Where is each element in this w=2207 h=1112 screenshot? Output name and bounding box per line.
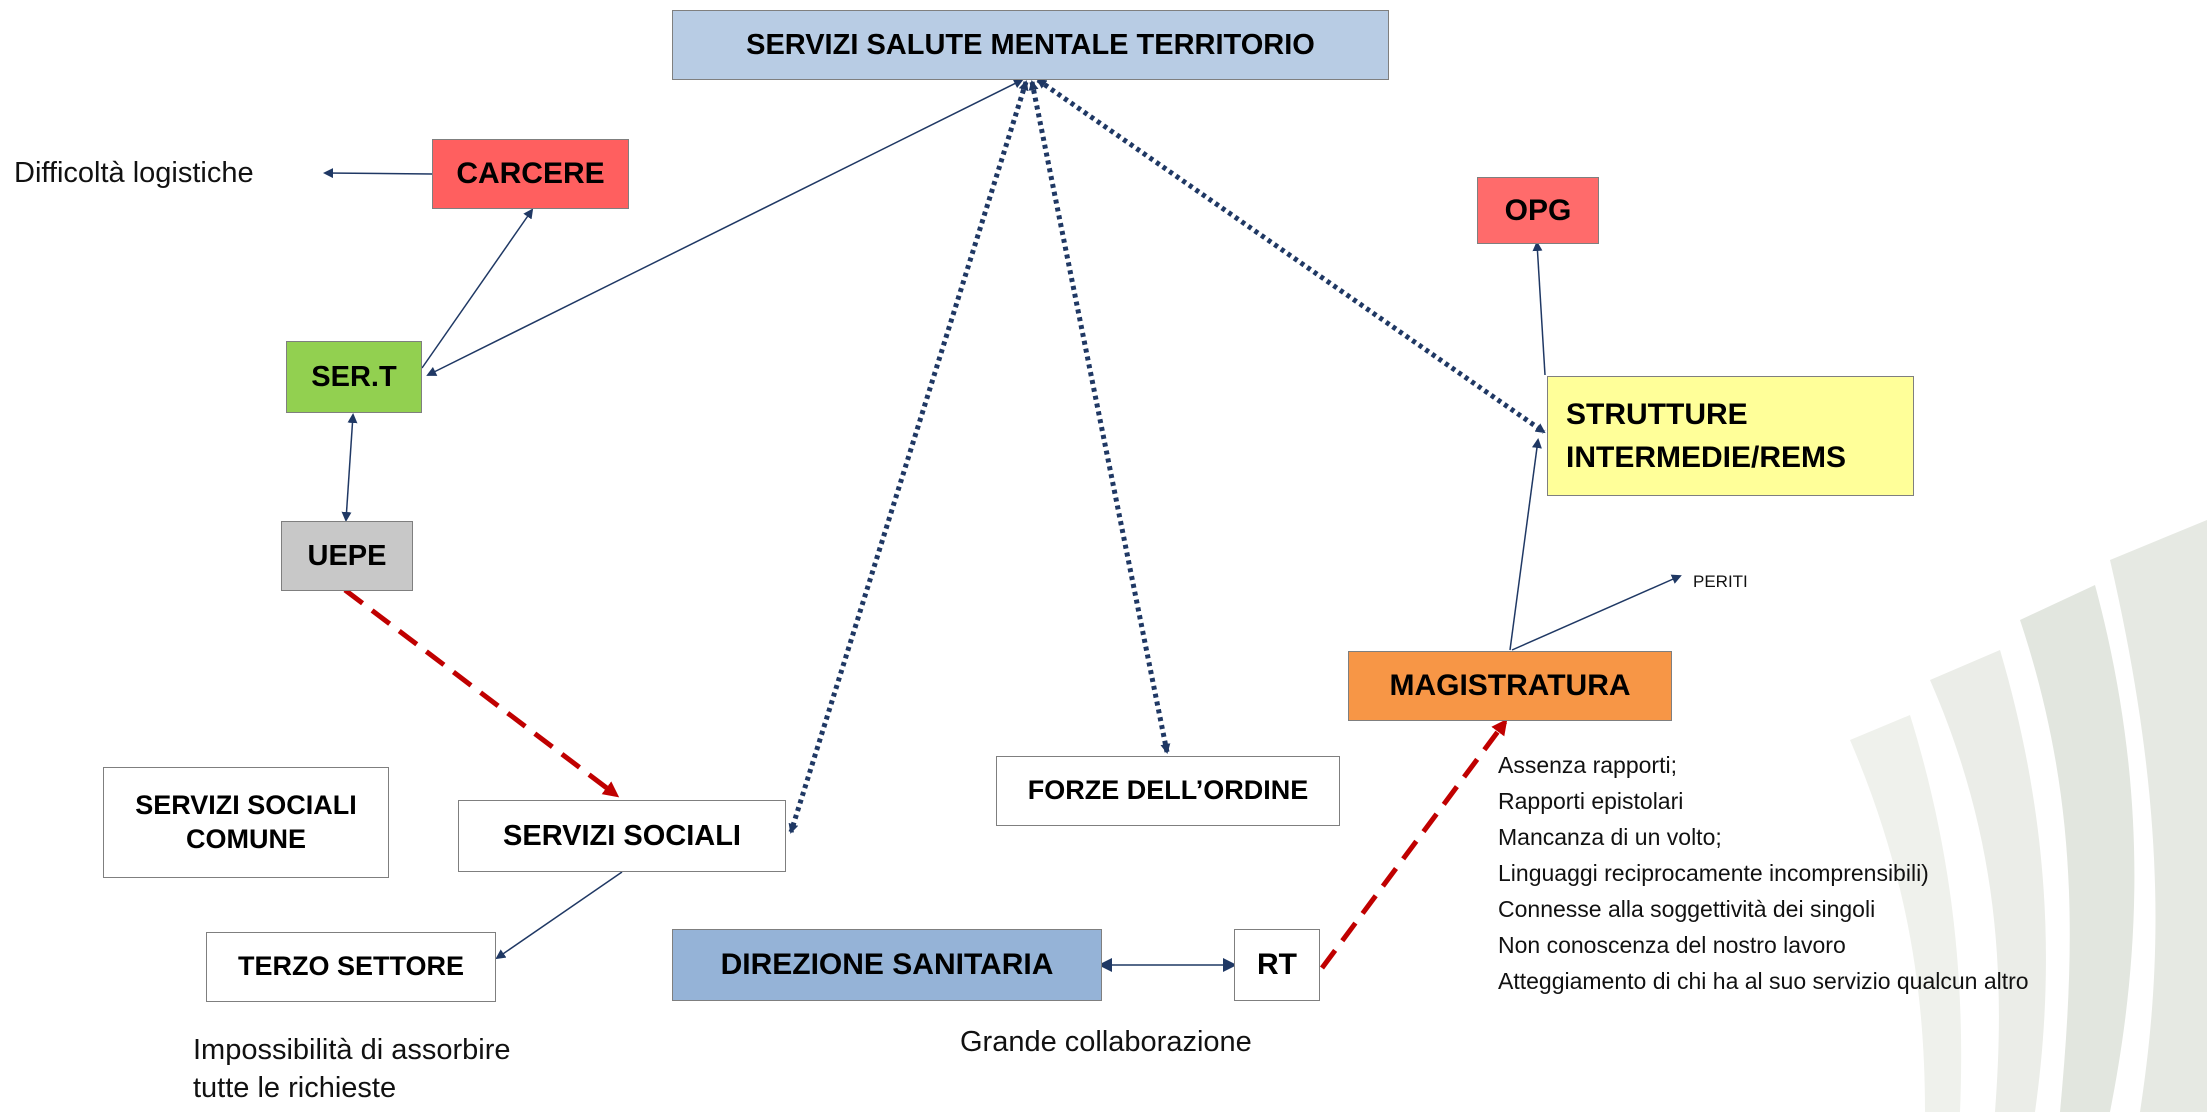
edge-servizi-sociali-terzo-settore: [495, 871, 623, 960]
node-label: MAGISTRATURA: [1389, 669, 1631, 703]
node-label: SERVIZI SALUTE MENTALE TERRITORIO: [746, 28, 1315, 61]
note-line: Assenza rapporti;: [1498, 752, 1677, 778]
node-label: CARCERE: [456, 157, 605, 191]
edge-dashed-rt-magistratura: [1319, 718, 1508, 970]
node-label: DIREZIONE SANITARIA: [720, 948, 1054, 982]
annotation-impossibilita-line2: tutte le richieste: [193, 1072, 397, 1104]
edge-dotted-salute-strutture: [1036, 77, 1546, 435]
node-servizi-sociali: SERVIZI SOCIALI: [458, 800, 786, 872]
edge-magistratura-strutture: [1509, 438, 1542, 651]
node-terzo-settore: TERZO SETTORE: [206, 932, 496, 1002]
node-direzione-sanitaria: DIREZIONE SANITARIA: [672, 929, 1102, 1001]
annotation-difficolta-logistiche: Difficoltà logistiche: [14, 157, 254, 189]
edge-dotted-salute-servizi-sociali: [788, 80, 1029, 834]
node-magistratura: MAGISTRATURA: [1348, 651, 1672, 721]
note-line: Mancanza di un volto;: [1498, 824, 1722, 850]
edge-sert-carcere: [421, 208, 534, 369]
node-servizi-salute-mentale: SERVIZI SALUTE MENTALE TERRITORIO: [672, 10, 1389, 80]
node-sert: SER.T: [286, 341, 422, 413]
node-uepe: UEPE: [281, 521, 413, 591]
annotation-periti: PERITI: [1693, 572, 1748, 591]
note-line: Atteggiamento di chi ha al suo servizio …: [1498, 968, 2029, 994]
edge-sert-uepe: [341, 413, 358, 522]
annotation-impossibilita-line1: Impossibilità di assorbire: [193, 1034, 511, 1066]
edge-strutture-opg: [1532, 241, 1546, 376]
edge-carcere-difficolta: [323, 168, 433, 179]
note-line: Non conoscenza del nostro lavoro: [1498, 932, 1846, 958]
node-label: STRUTTURE INTERMEDIE/REMS: [1566, 397, 1847, 475]
node-strutture-intermedie: STRUTTURE INTERMEDIE/REMS: [1547, 376, 1914, 496]
node-label: TERZO SETTORE: [237, 951, 465, 982]
note-line: Rapporti epistolari: [1498, 788, 1684, 814]
node-label: UEPE: [307, 539, 387, 572]
node-rt: RT: [1234, 929, 1320, 1001]
edge-salute-sert: [426, 79, 1024, 376]
node-label: SERVIZI SOCIALI: [503, 819, 741, 852]
node-label: FORZE DELL’ORDINE: [1027, 775, 1309, 806]
edge-magistratura-periti: [1511, 574, 1682, 651]
edge-dotted-salute-forze-ordine: [1028, 80, 1171, 754]
note-line: Linguaggi reciprocamente incomprensibili…: [1498, 860, 1929, 886]
node-forze-ordine: FORZE DELL’ORDINE: [996, 756, 1340, 826]
node-carcere: CARCERE: [432, 139, 629, 209]
node-label: SERVIZI SOCIALI COMUNE: [135, 789, 357, 854]
edge-dashed-uepe-servizi-sociali: [343, 588, 620, 798]
node-label: SER.T: [311, 360, 397, 393]
annotation-grande-collaborazione: Grande collaborazione: [960, 1026, 1252, 1058]
note-line: Connesse alla soggettività dei singoli: [1498, 896, 1876, 922]
node-label: RT: [1257, 948, 1297, 982]
node-label: OPG: [1504, 193, 1572, 227]
node-opg: OPG: [1477, 177, 1599, 244]
node-servizi-sociali-comune: SERVIZI SOCIALI COMUNE: [103, 767, 389, 878]
